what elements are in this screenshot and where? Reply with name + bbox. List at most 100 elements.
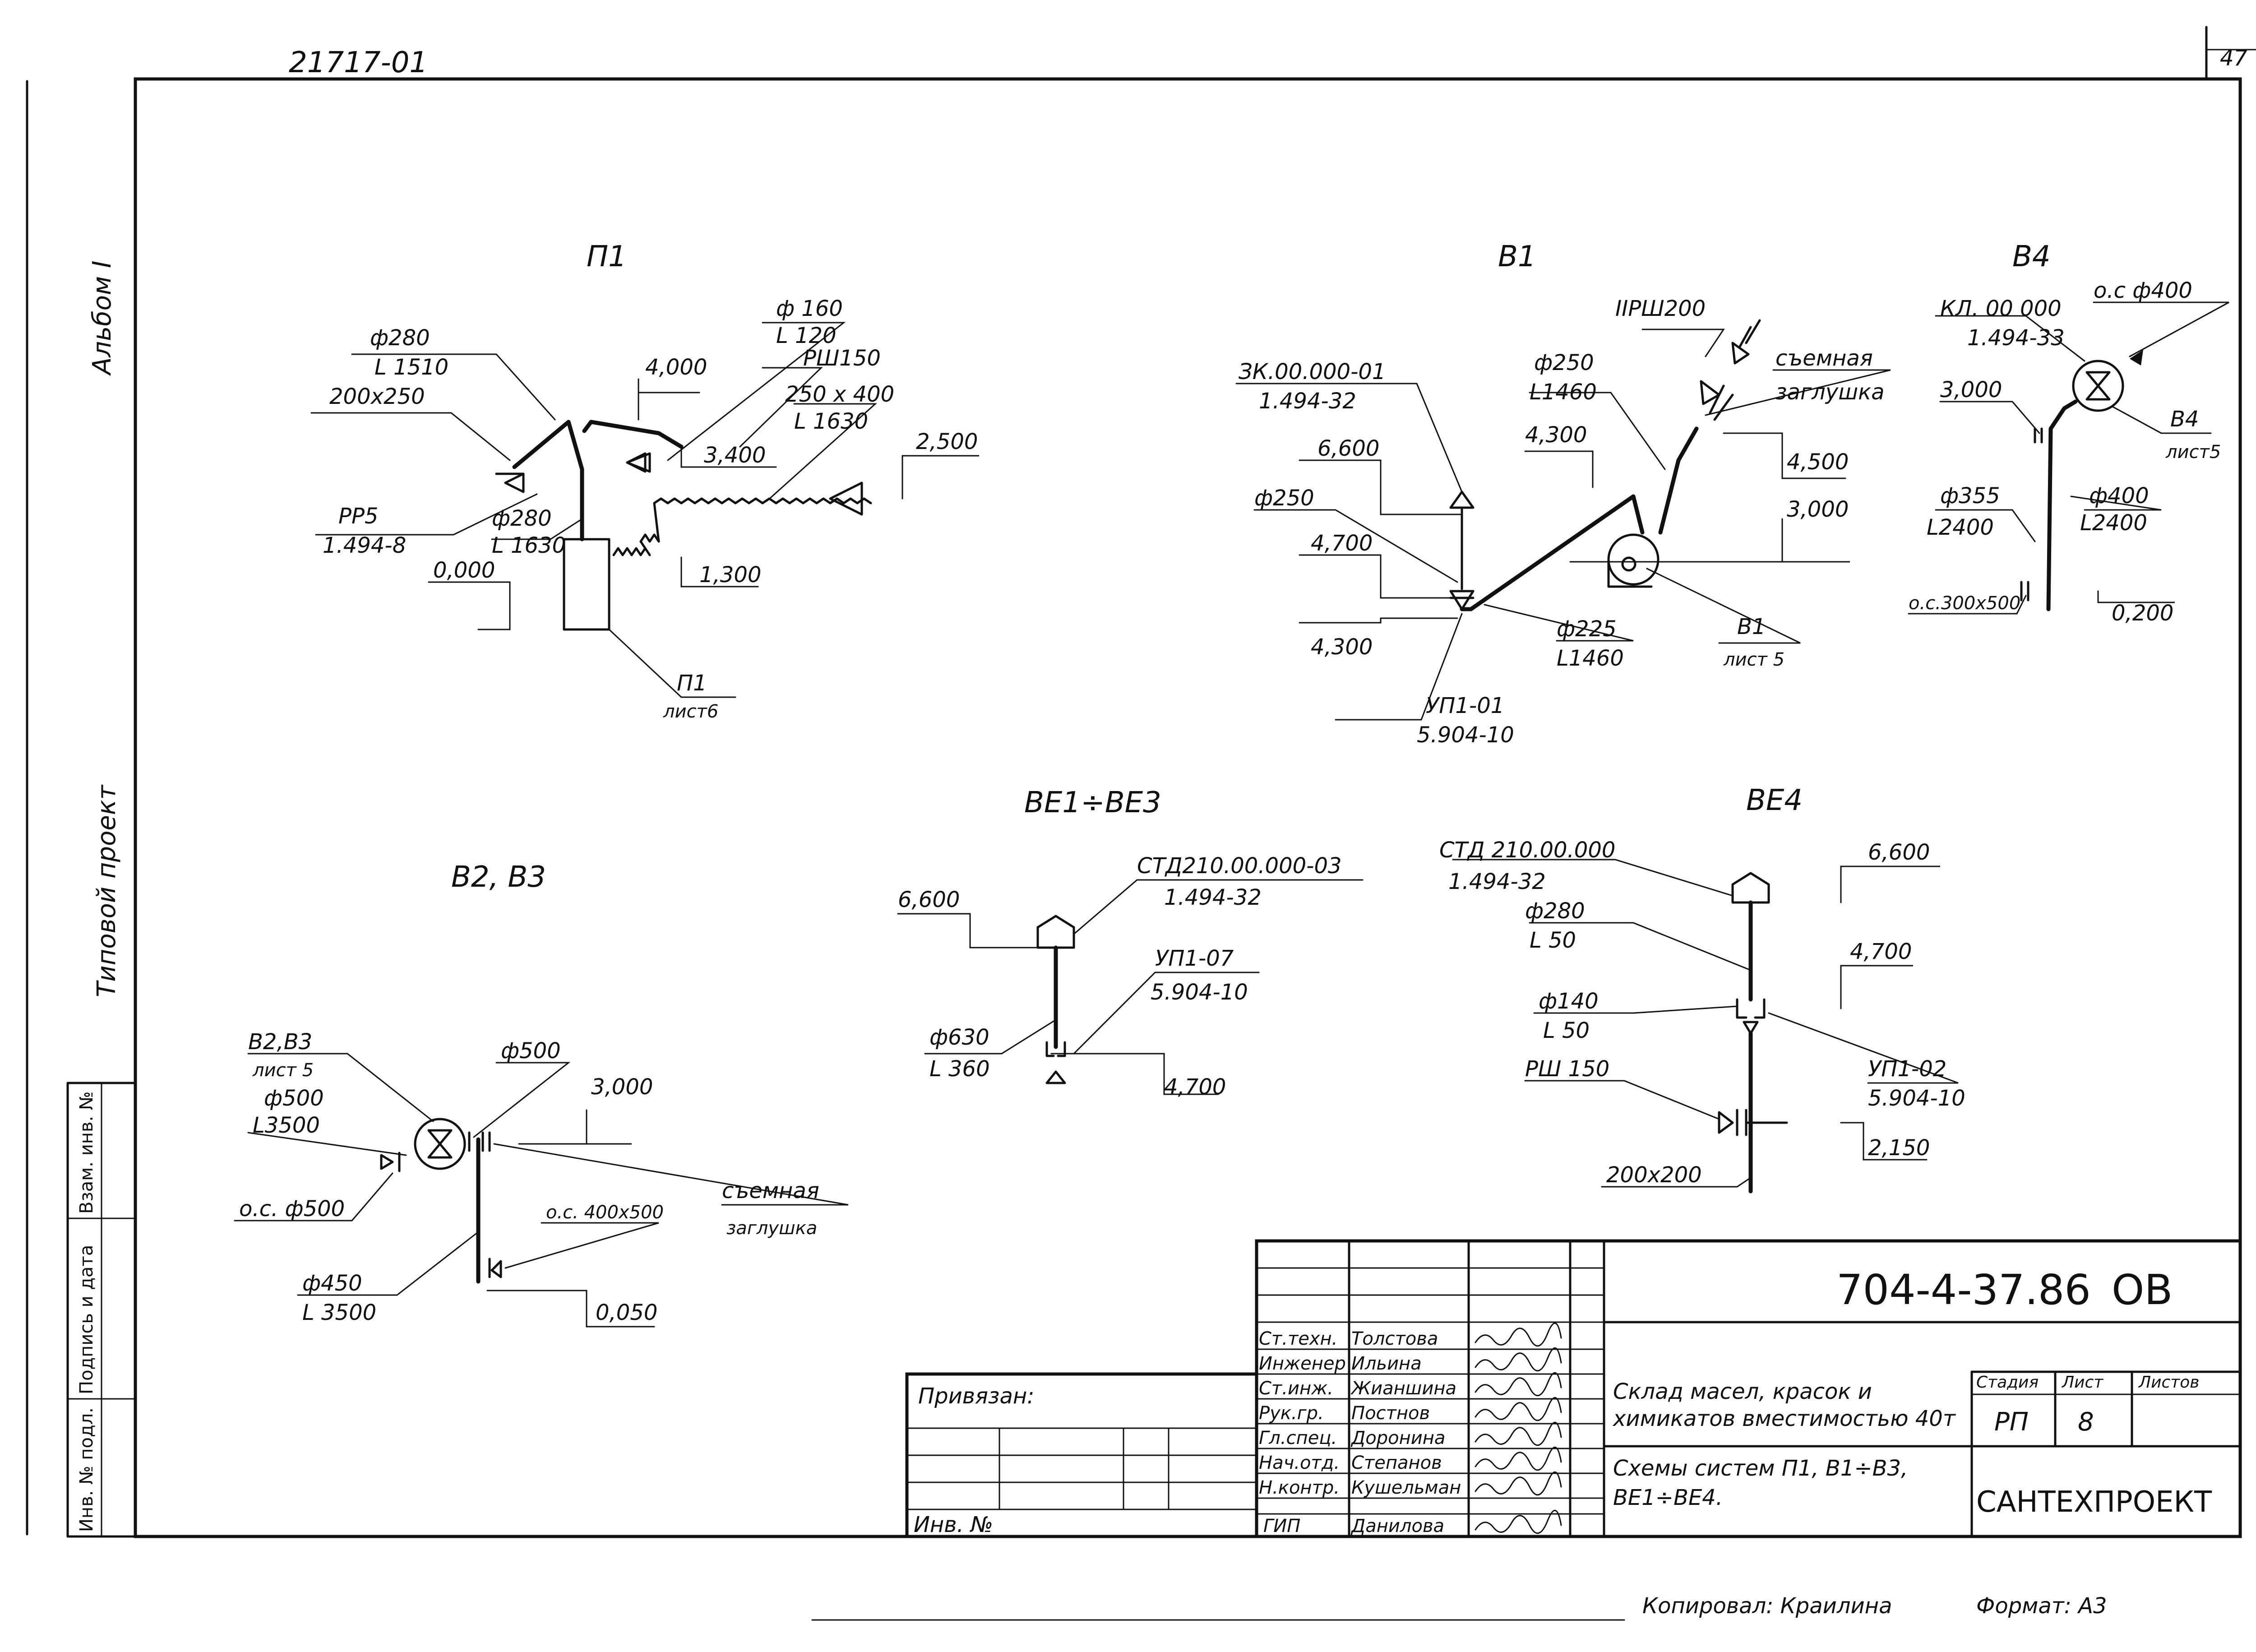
v4-fan-icon <box>2072 360 2124 412</box>
ve4-std: СТД 210.00.000 <box>1439 838 1615 863</box>
v1-plug-b: заглушка <box>1775 379 1885 405</box>
ve4-up1-02: УП1-02 <box>1868 1056 1946 1082</box>
p1-rr5-doc: 1.494-8 <box>323 533 406 558</box>
v2v3-d500: ф500 <box>264 1086 324 1111</box>
v1-lvl-4300b: 4,300 <box>1525 422 1587 448</box>
p1-d280-b: ф280 <box>492 506 552 531</box>
v1-zk: ЗК.00.000-01 <box>1239 359 1386 384</box>
v2v3-d450: ф450 <box>302 1271 362 1296</box>
tb-role-1: Инженер <box>1259 1353 1346 1374</box>
footer-copied: Копировал: Краилина <box>1642 1593 1892 1619</box>
p1-damper-icon-2 <box>626 452 651 473</box>
stamp-inv-orig: Инв. № подл. <box>76 1407 97 1532</box>
v4-title: В4 <box>2012 240 2051 273</box>
p1-title: П1 <box>587 240 627 273</box>
v1-zk-doc: 1.494-32 <box>1259 389 1356 414</box>
scheme-p1: П1 ф280 L 1510 200х250 ф 160 L 120 РШ150… <box>310 240 979 722</box>
tb-role-5: Нач.отд. <box>1259 1453 1340 1473</box>
ve13-l360: L 360 <box>929 1056 990 1082</box>
ve13-up1-07-doc: 5.904-10 <box>1151 980 1248 1005</box>
ve13-deflector-icon <box>1036 915 1075 949</box>
v1-deflector-icon <box>1449 491 1475 509</box>
project-type-label: Типовой проект <box>92 784 121 997</box>
tb-role-2: Ст.инж. <box>1259 1378 1333 1399</box>
p1-duct-top <box>582 420 684 449</box>
v1-lvl-4500: 4,500 <box>1787 449 1849 475</box>
p1-lvl-1300: 1,300 <box>699 562 761 588</box>
p1-l120: L 120 <box>776 323 837 348</box>
v4-valve-icon <box>2130 350 2143 366</box>
p1-lvl-0000: 0,000 <box>433 558 495 583</box>
ve4-rsh150: РШ 150 <box>1525 1056 1609 1082</box>
v2v3-damper-icon <box>488 1258 502 1278</box>
v4-os300x500: о.с.300х500 <box>1909 593 2020 614</box>
side-stamp: Взам. инв. № Подпись и дата Инв. № подл. <box>66 1082 137 1538</box>
ve4-lvl-2150: 2,150 <box>1868 1135 1930 1161</box>
v1-l1460-b: L1460 <box>1557 646 1624 671</box>
v4-lvl-0200: 0,200 <box>2112 601 2173 626</box>
v2v3-lvl-0050: 0,050 <box>596 1300 657 1325</box>
tb-name-5: Степанов <box>1351 1453 1442 1473</box>
v1-ref: В1 <box>1737 614 1766 639</box>
footer-format: Формат: А3 <box>1976 1593 2107 1619</box>
v2v3-os400x500: о.с. 400х500 <box>546 1202 664 1223</box>
ve13-d630: ф630 <box>929 1025 989 1050</box>
v1-d250-b: ф250 <box>1254 486 1314 511</box>
left-labels: Альбом I Типовой проект <box>88 261 121 997</box>
p1-flex-duct <box>612 497 872 556</box>
v4-lvl-3000: 3,000 <box>1940 377 2002 403</box>
v4-kl-doc: 1.494-33 <box>1967 325 2065 351</box>
v4-l2400b: L2400 <box>2080 510 2147 536</box>
tb-name-3: Постнов <box>1351 1403 1430 1424</box>
v4-ref-sheet: лист5 <box>2165 442 2221 463</box>
ve4-grille-icon <box>1718 1109 1747 1136</box>
p1-grille-icon <box>829 481 863 516</box>
ve4-size-200x200: 200х200 <box>1606 1162 1702 1188</box>
scheme-v1: В1 ЗК.00.000-01 1.494-32 IIРШ200 ф250 L1… <box>1235 240 1891 748</box>
tb-org: САНТЕХПРОЕКТ <box>1976 1485 2212 1519</box>
v1-rsh200: IIРШ200 <box>1615 296 1706 321</box>
v2v3-fan-icon <box>414 1118 466 1170</box>
corner-number: 47 <box>2220 46 2248 71</box>
tb-name-2: Жианшина <box>1350 1378 1456 1399</box>
stamp-sign-date: Подпись и дата <box>76 1245 97 1394</box>
ve4-l50b: L 50 <box>1543 1018 1590 1043</box>
v1-lvl-4300a: 4,300 <box>1311 634 1373 660</box>
p1-duct <box>512 420 584 541</box>
p1-l1510: L 1510 <box>374 355 448 380</box>
tb-object-line1: Склад масел, красок и <box>1613 1379 1872 1404</box>
v1-grille-icon <box>1700 380 1734 421</box>
tb-name-1: Ильина <box>1351 1353 1422 1374</box>
tb-name-7: Данилова <box>1350 1516 1444 1536</box>
v2v3-ref: В2,В3 <box>248 1029 312 1055</box>
tb-sheet: 8 <box>2078 1407 2094 1437</box>
ve4-lvl-4700: 4,700 <box>1850 939 1912 964</box>
v4-l2400a: L2400 <box>1927 515 1994 540</box>
doc-code: 21717-01 <box>289 46 428 79</box>
ve13-up1-07: УП1-07 <box>1155 946 1234 971</box>
ve13-lvl-4700: 4,700 <box>1164 1074 1226 1100</box>
ve4-deflector-icon <box>1731 872 1770 904</box>
album-label: Альбом I <box>88 261 117 376</box>
ve4-std-doc: 1.494-32 <box>1448 869 1546 894</box>
ve4-valve-icon <box>1736 998 1766 1035</box>
p1-damper-icon <box>495 452 647 493</box>
v4-kl: КЛ. 00 000 <box>1940 296 2062 321</box>
v1-d250: ф250 <box>1534 350 1594 375</box>
v1-up1-01-doc: 5.904-10 <box>1417 722 1514 748</box>
ve4-up1-02-doc: 5.904-10 <box>1868 1086 1965 1111</box>
tb-bound-label: Привязан: <box>918 1384 1034 1409</box>
v1-ref-sheet: лист 5 <box>1723 649 1784 670</box>
p1-l1630-top: L 1630 <box>794 409 868 434</box>
ve13-lvl-6600: 6,600 <box>898 887 960 912</box>
tb-role-4: Гл.спец. <box>1259 1428 1337 1448</box>
v2v3-plug-b: заглушка <box>726 1218 817 1239</box>
p1-ref-sheet: лист6 <box>663 701 718 722</box>
signatures <box>1475 1323 1562 1534</box>
ve4-d140: ф140 <box>1539 989 1599 1014</box>
v1-d225: ф225 <box>1557 616 1617 642</box>
tb-inv-label: Инв. № <box>914 1512 993 1537</box>
ve4-d280: ф280 <box>1525 898 1585 924</box>
scheme-ve1-ve3: ВЕ1÷ВЕ3 СТД210.00.000-03 1.494-32 6,600 … <box>897 786 1364 1100</box>
title-block: Привязан: Инв. № Ст.техн. Толстова Инжен… <box>905 1239 2242 1538</box>
